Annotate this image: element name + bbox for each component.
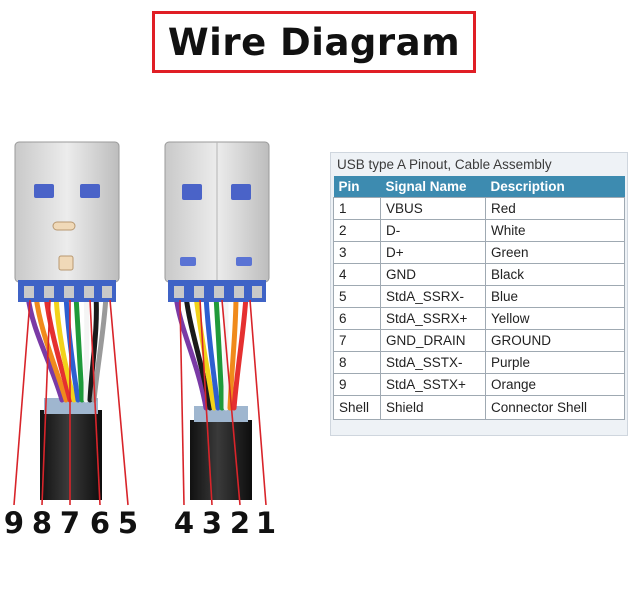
cell-pin: 5 bbox=[333, 285, 381, 308]
pin-leader-lines bbox=[13, 299, 267, 506]
cell-description: Connector Shell bbox=[485, 395, 625, 420]
table-row: 1 VBUS Red bbox=[333, 197, 625, 220]
pin-label-6: 6 bbox=[90, 506, 110, 540]
cell-signal: StdA_SSRX+ bbox=[380, 307, 486, 330]
cell-signal: StdA_SSRX- bbox=[380, 285, 486, 308]
table-row: 2 D- White bbox=[333, 219, 625, 242]
cell-signal: StdA_SSTX+ bbox=[380, 373, 486, 396]
cell-signal: StdA_SSTX- bbox=[380, 351, 486, 374]
cell-pin: Shell bbox=[333, 395, 381, 420]
left-usb-connector bbox=[14, 141, 120, 500]
cell-pin: 3 bbox=[333, 241, 381, 264]
cell-signal: VBUS bbox=[380, 197, 486, 220]
cell-description: GROUND bbox=[485, 329, 625, 352]
pin-label-2: 2 bbox=[230, 506, 250, 540]
cell-signal: Shield bbox=[380, 395, 486, 420]
pin-label-9: 9 bbox=[4, 506, 24, 540]
pin-label-4: 4 bbox=[174, 506, 194, 540]
table-row: 7 GND_DRAIN GROUND bbox=[333, 329, 625, 352]
cell-description: Purple bbox=[485, 351, 625, 374]
pin-label-8: 8 bbox=[32, 506, 52, 540]
header-signal-name: Signal Name bbox=[380, 176, 486, 198]
table-row: 8 StdA_SSTX- Purple bbox=[333, 351, 625, 374]
right-plug-housing bbox=[164, 141, 270, 283]
header-pin: Pin bbox=[333, 176, 381, 198]
left-cable-jacket bbox=[40, 398, 102, 500]
table-row: 5 StdA_SSRX- Blue bbox=[333, 285, 625, 308]
right-cable-jacket bbox=[190, 406, 252, 500]
cell-pin: 9 bbox=[333, 373, 381, 396]
cell-signal: GND bbox=[380, 263, 486, 286]
table-row: 3 D+ Green bbox=[333, 241, 625, 264]
cell-description: Black bbox=[485, 263, 625, 286]
header-description: Description bbox=[485, 176, 625, 198]
cell-pin: 6 bbox=[333, 307, 381, 330]
pin-number-labels: 9 8 7 6 5 4 3 2 1 bbox=[4, 506, 276, 540]
cell-description: Orange bbox=[485, 373, 625, 396]
cell-pin: 1 bbox=[333, 197, 381, 220]
cell-signal: GND_DRAIN bbox=[380, 329, 486, 352]
cell-description: Yellow bbox=[485, 307, 625, 330]
cell-pin: 4 bbox=[333, 263, 381, 286]
cell-description: Red bbox=[485, 197, 625, 220]
pin-label-5: 5 bbox=[118, 506, 138, 540]
page-title: Wire Diagram bbox=[167, 20, 461, 64]
table-row: 6 StdA_SSRX+ Yellow bbox=[333, 307, 625, 330]
right-wire-bundle bbox=[173, 293, 249, 411]
cell-signal: D+ bbox=[380, 241, 486, 264]
cell-pin: 7 bbox=[333, 329, 381, 352]
table-row: Shell Shield Connector Shell bbox=[333, 395, 625, 420]
pinout-panel: USB type A Pinout, Cable Assembly Pin Si… bbox=[330, 152, 628, 436]
pin-label-1: 1 bbox=[256, 506, 276, 540]
title-box: Wire Diagram bbox=[152, 11, 476, 73]
pin-label-7: 7 bbox=[60, 506, 80, 540]
cell-description: White bbox=[485, 219, 625, 242]
cell-description: Blue bbox=[485, 285, 625, 308]
cell-signal: D- bbox=[380, 219, 486, 242]
cell-description: Green bbox=[485, 241, 625, 264]
pinout-table: Pin Signal Name Description 1 VBUS Red 2… bbox=[333, 176, 625, 420]
pinout-caption: USB type A Pinout, Cable Assembly bbox=[337, 157, 552, 172]
cell-pin: 8 bbox=[333, 351, 381, 374]
pin-label-3: 3 bbox=[202, 506, 222, 540]
left-solder-contacts bbox=[18, 280, 116, 302]
pinout-header-row: Pin Signal Name Description bbox=[333, 176, 625, 198]
table-row: 9 StdA_SSTX+ Orange bbox=[333, 373, 625, 396]
right-solder-contacts bbox=[168, 280, 266, 302]
table-row: 4 GND Black bbox=[333, 263, 625, 286]
cell-pin: 2 bbox=[333, 219, 381, 242]
left-plug-housing bbox=[14, 141, 120, 283]
